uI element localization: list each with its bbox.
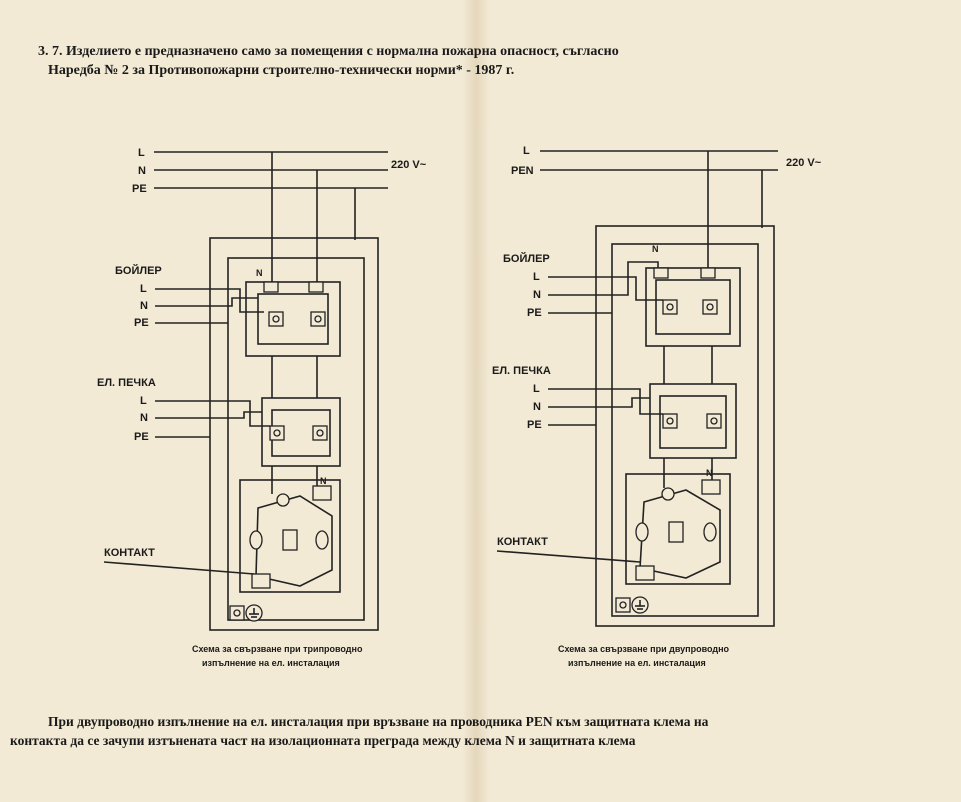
right-socket-n-mark: N [706, 468, 713, 478]
left-socket-center [282, 529, 298, 551]
right-caption-2: изпълнение на ел. инсталация [568, 658, 706, 668]
right-stove-label: ЕЛ. ПЕЧКА [492, 365, 551, 377]
footer-line-2: контакта да се зачупи изтънената част на… [10, 733, 636, 748]
left-socket-n-mark: N [320, 476, 327, 486]
left-boiler-relay [245, 281, 341, 357]
right-boiler-label: БОЙЛЕР [503, 252, 550, 265]
left-socket-label: КОНТАКТ [104, 547, 155, 559]
right-diagram: L PEN 220 V~ БОЙЛЕР N L N PE ЕЛ. ПЕЧКА L [492, 145, 822, 668]
left-voltage-label: 220 V~ [391, 159, 427, 171]
right-inner-enclosure [611, 243, 759, 617]
footer-line-1: При двупроводно изпълнение на ел. инстал… [48, 714, 709, 729]
right-socket-pin-1 [635, 522, 649, 542]
left-enclosure [209, 237, 379, 631]
left-stove-relay [261, 397, 341, 467]
right-caption-1: Схема за свързване при двупроводно [558, 644, 730, 654]
right-socket-label: КОНТАКТ [497, 536, 548, 548]
right-bus-label-pen: PEN [511, 165, 534, 177]
footer-note: При двупроводно изпълнение на ел. инстал… [10, 712, 950, 750]
left-boiler-wire-n: N [140, 300, 148, 312]
paper-fold [462, 0, 490, 802]
right-enclosure [595, 225, 775, 627]
right-stove-wire-l: L [533, 383, 540, 395]
left-bus-label-n: N [138, 165, 146, 177]
right-stove-relay [649, 383, 737, 459]
left-boiler-n-mark: N [256, 268, 263, 278]
left-bus-label-pe: PE [132, 183, 147, 195]
right-boiler-wire-l: L [533, 271, 540, 283]
right-socket-pin-2 [703, 522, 717, 542]
left-boiler-wire-pe: PE [134, 317, 149, 329]
left-socket-pin-1 [249, 530, 263, 550]
right-voltage-label: 220 V~ [786, 157, 822, 169]
right-socket-center [668, 521, 684, 543]
left-socket-pin-2 [315, 530, 329, 550]
heading-line-2: Наредба № 2 за Противопожарни строително… [48, 63, 515, 78]
right-boiler-n-mark: N [652, 244, 659, 254]
left-inner-enclosure [227, 257, 365, 621]
right-bus-label-l: L [523, 145, 530, 157]
left-stove-wire-n: N [140, 412, 148, 424]
left-stove-wire-l: L [140, 395, 147, 407]
right-stove-wire-n: N [533, 401, 541, 413]
left-boiler-label: БОЙЛЕР [115, 264, 162, 277]
right-stove-wire-pe: PE [527, 419, 542, 431]
left-stove-label: ЕЛ. ПЕЧКА [97, 377, 156, 389]
heading: 3. 7. Изделието е предназначено само за … [38, 42, 619, 80]
right-socket-body [625, 473, 731, 585]
left-boiler-wire-l: L [140, 283, 147, 295]
right-boiler-wire-n: N [533, 289, 541, 301]
left-caption-1: Схема за свързване при трипроводно [192, 644, 363, 654]
right-boiler-wire-pe: PE [527, 307, 542, 319]
right-boiler-relay [645, 267, 741, 347]
left-bus-label-l: L [138, 147, 145, 159]
right-stove-relay-inner [659, 395, 727, 449]
left-boiler-relay-inner [257, 293, 329, 345]
right-boiler-relay-inner [655, 279, 731, 335]
left-diagram: L N PE 220 V~ БОЙЛЕР N L N PE ЕЛ. ПЕЧКА [97, 147, 427, 668]
left-caption-2: изпълнение на ел. инсталация [202, 658, 340, 668]
heading-line-1: 3. 7. Изделието е предназначено само за … [38, 44, 619, 59]
left-socket-body [239, 479, 341, 593]
left-stove-wire-pe: PE [134, 431, 149, 443]
